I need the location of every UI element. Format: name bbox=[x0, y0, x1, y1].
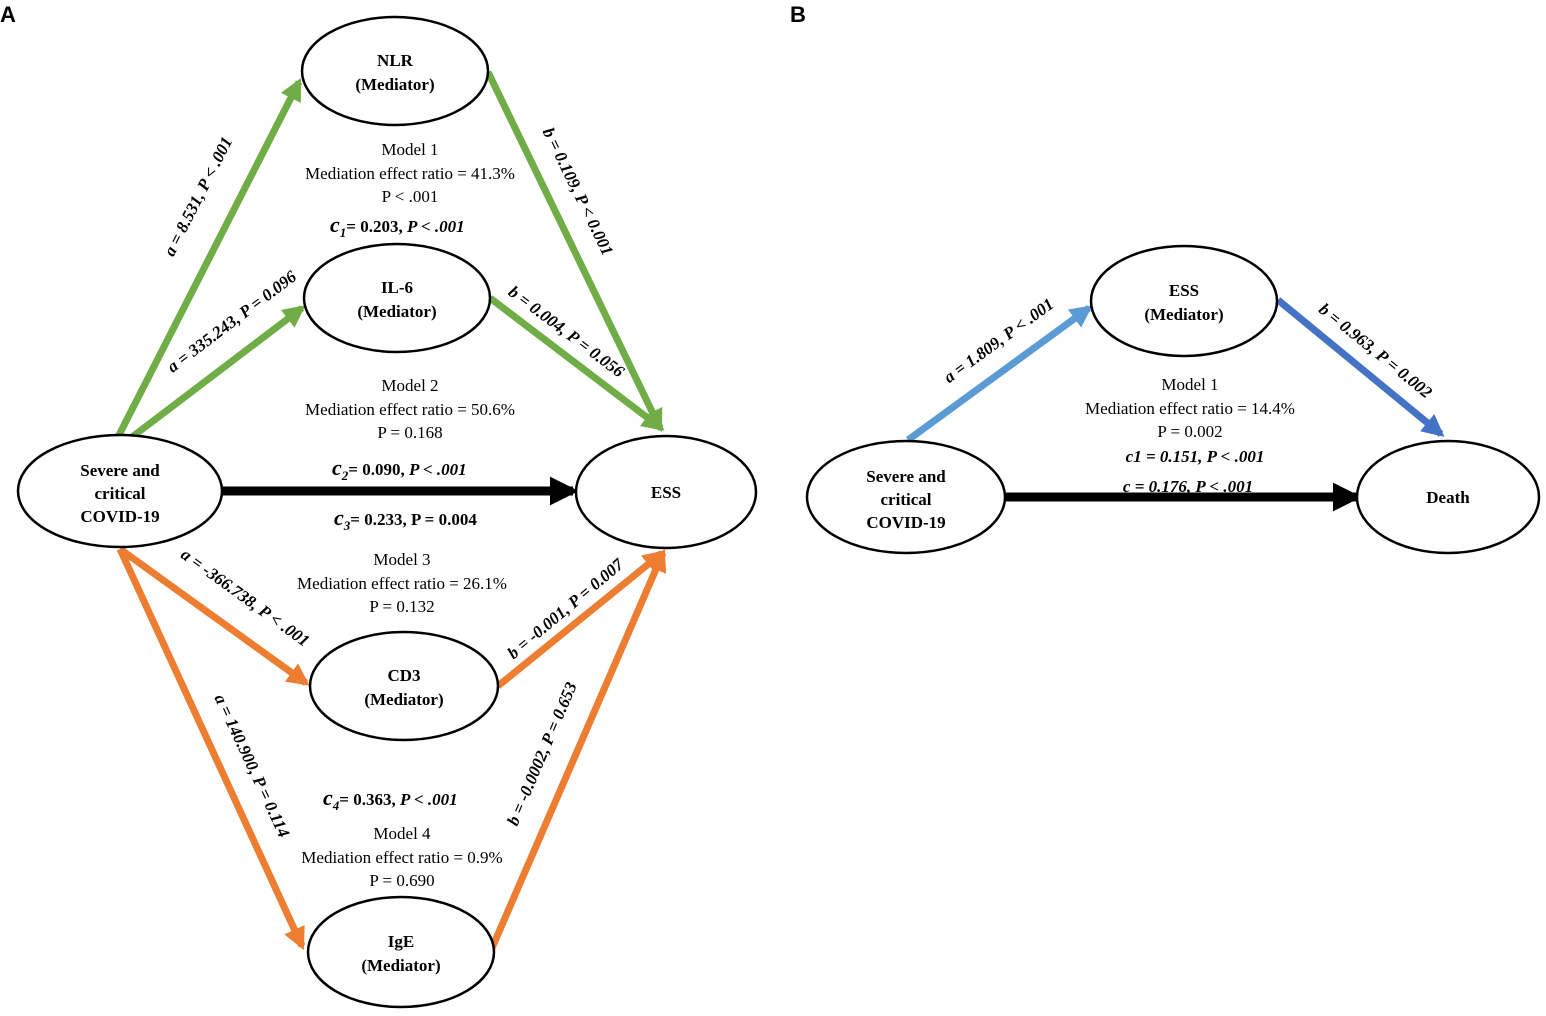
node-ige-line2: (Mediator) bbox=[361, 956, 440, 975]
model-3-line1: Model 3 bbox=[373, 550, 430, 569]
panel-label-b: B bbox=[790, 2, 806, 27]
model-2-line3: P = 0.168 bbox=[377, 423, 442, 442]
model-3-text: Model 3 Mediation effect ratio = 26.1% P… bbox=[297, 550, 507, 616]
path-label-b-ige: b = -0.0002, P = 0.653 bbox=[503, 679, 581, 828]
arrow-b-panel-a bbox=[905, 305, 1093, 443]
node-x-a-line2: critical bbox=[95, 484, 146, 503]
c1-label: c1= 0.203, P < .001 bbox=[330, 212, 465, 240]
model-1-line2: Mediation effect ratio = 41.3% bbox=[305, 164, 515, 183]
model-b-line1: Model 1 bbox=[1161, 375, 1218, 394]
node-nlr-line1: NLR bbox=[377, 51, 414, 70]
arrow-a-cd3 bbox=[117, 546, 310, 686]
node-ige-line1: IgE bbox=[388, 932, 414, 951]
path-label-b-nlr: b = 0.109, P < 0.001 bbox=[539, 125, 617, 259]
arrow-b-il6 bbox=[487, 295, 665, 431]
node-x-b-line2: critical bbox=[881, 490, 932, 509]
c2-label: c2= 0.090, P < .001 bbox=[332, 455, 467, 483]
arrow-b-nlr bbox=[484, 70, 664, 433]
node-x-a-line1: Severe and bbox=[80, 461, 160, 480]
arrow-a-il6 bbox=[129, 305, 306, 440]
path-label-a-nlr: a = 8.531, P < .001 bbox=[160, 134, 236, 259]
arrow-a-nlr bbox=[114, 78, 303, 439]
model-2-line2: Mediation effect ratio = 50.6% bbox=[305, 400, 515, 419]
node-il6: IL-6 (Mediator) bbox=[302, 242, 492, 354]
arrow-b-cd3 bbox=[495, 550, 666, 689]
arrow-a-ige bbox=[116, 547, 306, 951]
node-il6-line1: IL-6 bbox=[381, 278, 413, 297]
model-3-line3: P = 0.132 bbox=[369, 597, 434, 616]
model-1-line3: P < .001 bbox=[382, 187, 439, 206]
model-1-line1: Model 1 bbox=[381, 140, 438, 159]
node-x-a-line3: COVID-19 bbox=[80, 507, 159, 526]
node-il6-line2: (Mediator) bbox=[357, 302, 436, 321]
model-4-line2: Mediation effect ratio = 0.9% bbox=[301, 848, 502, 867]
node-nlr: NLR (Mediator) bbox=[300, 15, 490, 127]
node-x-panel-a: Severe and critical COVID-19 bbox=[16, 433, 224, 549]
model-b-line3: P = 0.002 bbox=[1157, 422, 1222, 441]
path-label-b-cd3: b = -0.001, P = 0.007 bbox=[504, 554, 629, 663]
model-1-text: Model 1 Mediation effect ratio = 41.3% P… bbox=[305, 140, 515, 206]
c1-label-b: c1 = 0.151, P < .001 bbox=[1126, 447, 1265, 466]
node-nlr-line2: (Mediator) bbox=[355, 75, 434, 94]
model-2-text: Model 2 Mediation effect ratio = 50.6% P… bbox=[305, 376, 515, 442]
node-ess-a-line1: ESS bbox=[651, 483, 681, 502]
arrow-b-panel-b bbox=[1275, 297, 1445, 437]
panel-b-arrows bbox=[905, 297, 1445, 512]
path-label-a-cd3: a = -366.738, P < .001 bbox=[177, 545, 313, 651]
c-label-b: c = 0.176, P < .001 bbox=[1123, 477, 1253, 496]
arrow-b-ige bbox=[488, 548, 667, 950]
model-2-line1: Model 2 bbox=[381, 376, 438, 395]
model-4-line3: P = 0.690 bbox=[369, 871, 434, 890]
node-ess-b-line1: ESS bbox=[1169, 281, 1199, 300]
node-x-panel-b: Severe and critical COVID-19 bbox=[805, 439, 1007, 555]
node-death-line1: Death bbox=[1426, 488, 1470, 507]
node-death: Death bbox=[1355, 439, 1541, 555]
node-x-b-line1: Severe and bbox=[866, 467, 946, 486]
model-4-text: Model 4 Mediation effect ratio = 0.9% P … bbox=[301, 824, 502, 890]
path-label-b-b: b = 0.963, P = 0.002 bbox=[1315, 299, 1436, 402]
node-cd3: CD3 (Mediator) bbox=[308, 630, 500, 742]
model-b-line2: Mediation effect ratio = 14.4% bbox=[1085, 399, 1295, 418]
model-b-text: Model 1 Mediation effect ratio = 14.4% P… bbox=[1085, 375, 1295, 441]
panel-a-arrows bbox=[114, 70, 667, 951]
model-4-line1: Model 4 bbox=[373, 824, 431, 843]
c4-label: c4= 0.363, P < .001 bbox=[323, 785, 458, 813]
node-ess-b-line2: (Mediator) bbox=[1144, 305, 1223, 324]
model-3-line2: Mediation effect ratio = 26.1% bbox=[297, 574, 507, 593]
node-ess-panel-a: ESS bbox=[574, 434, 758, 550]
node-cd3-line1: CD3 bbox=[387, 666, 420, 685]
node-cd3-line2: (Mediator) bbox=[364, 690, 443, 709]
node-ess-mediator-b: ESS (Mediator) bbox=[1089, 244, 1279, 358]
node-x-b-line3: COVID-19 bbox=[866, 513, 945, 532]
c3-label: c3= 0.233, P = 0.004 bbox=[334, 505, 477, 533]
node-ige: IgE (Mediator) bbox=[306, 895, 496, 1009]
panel-label-a: A bbox=[0, 2, 16, 27]
